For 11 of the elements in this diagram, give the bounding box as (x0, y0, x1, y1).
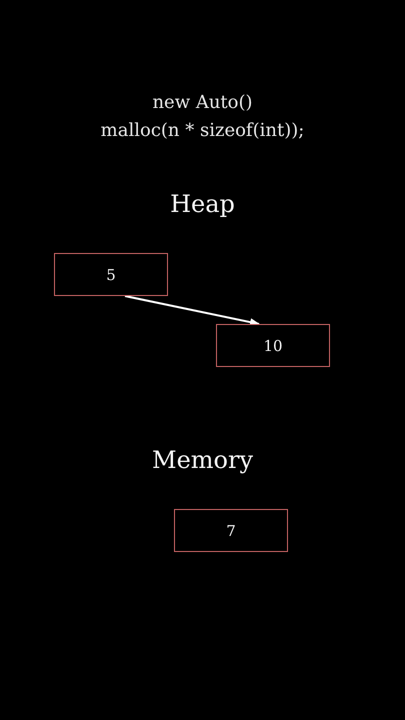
code-line: new Auto() (152, 92, 253, 113)
value-text: 5 (106, 266, 116, 284)
value-text: 7 (226, 522, 236, 540)
section-heading: Heap (170, 190, 235, 218)
arrow (124, 295, 260, 326)
value-text: 10 (263, 336, 283, 354)
section-heading: Memory (152, 446, 253, 474)
value-box (174, 509, 288, 552)
value-box (216, 324, 330, 367)
value-box (54, 253, 168, 296)
code-line: malloc(n * sizeof(int)); (100, 120, 304, 141)
